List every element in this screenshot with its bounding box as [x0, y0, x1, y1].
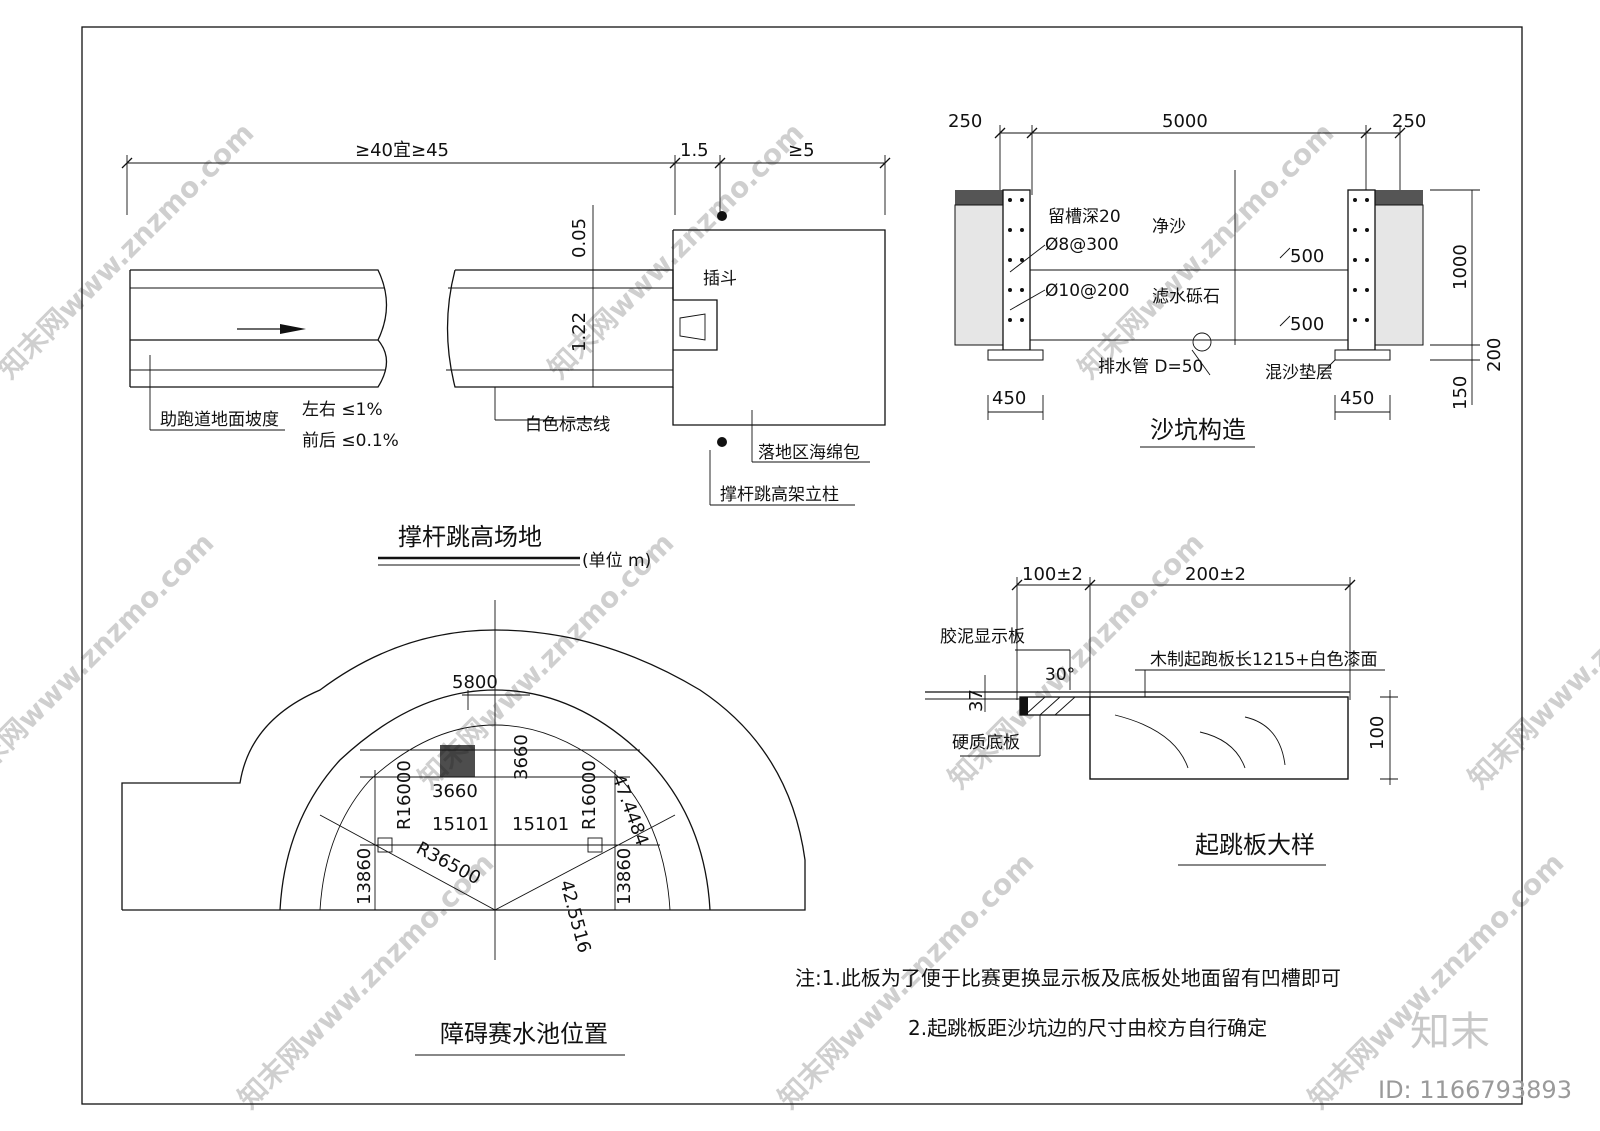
dim-box: 1.5 [680, 140, 709, 161]
dim-mid: 5000 [1162, 111, 1208, 132]
note-line-1: 注:1.此板为了便于比赛更换显示板及底板处地面留有凹槽即可 [795, 966, 1341, 990]
watermark-10: 知末网www.znzmo.com [1302, 846, 1571, 1115]
dim-runway: ≥40宜≥45 [355, 140, 449, 161]
slope-lr: 左右 ≤1% [302, 400, 383, 420]
left-wall [1002, 189, 1031, 351]
label-board: 木制起跑板长1215+白色漆面 [1150, 650, 1378, 670]
dim-r16000b: R16000 [579, 760, 600, 830]
dim-3660h: 3660 [432, 781, 478, 802]
rebar-dots [1008, 198, 1369, 322]
label-drain: 排水管 D=50 [1098, 357, 1203, 377]
label-rebar1: Ø8@300 [1045, 235, 1119, 255]
label-rebar2: Ø10@200 [1045, 281, 1129, 301]
note-line-2: 2.起跳板距沙坑边的尺寸由校方自行确定 [908, 1016, 1267, 1040]
label-base: 硬质底板 [952, 733, 1020, 753]
dim-15101a: 15101 [432, 814, 489, 835]
dim-15101b: 15101 [512, 814, 569, 835]
dim-500a: 500 [1290, 246, 1324, 267]
pole-vault-title: 撑杆跳高场地 [398, 523, 542, 551]
dim-landing: ≥5 [788, 140, 815, 161]
notes-section: 注:1.此板为了便于比赛更换显示板及底板处地面留有凹槽即可 2.起跳板距沙坑边的… [795, 966, 1341, 1040]
dim-13860a: 13860 [354, 848, 375, 905]
watermark-7: 知末网www.znzmo.com [1462, 526, 1600, 795]
dim-500b: 500 [1290, 314, 1324, 335]
pool-section: 5800 3660 3660 R16000 R16000 15101 15101… [121, 600, 806, 1056]
dim-h100: 100 [1367, 716, 1388, 750]
post-marker-right [587, 837, 603, 853]
brand-id: ID: 1166793893 [1378, 1076, 1572, 1104]
dim-5800: 5800 [452, 672, 498, 693]
post-dot-bottom [717, 437, 727, 447]
angle-b: 42.5516 [555, 878, 595, 955]
base-plate-edge [1020, 697, 1028, 715]
angle-a: 47.4484 [607, 772, 652, 849]
label-post: 撑杆跳高架立柱 [720, 485, 839, 505]
sheet-border [81, 26, 1523, 1105]
label-sand: 净沙 [1152, 217, 1186, 237]
dim-100: 100±2 [1022, 564, 1083, 585]
label-box: 插斗 [703, 269, 737, 289]
left-cap [955, 190, 1003, 205]
brand-logo: 知末 [1410, 1009, 1490, 1055]
label-slope: 助跑道地面坡度 [160, 410, 279, 430]
sand-pit-section: 250 5000 250 留槽深20 Ø8@ [948, 111, 1505, 448]
right-wall [1347, 189, 1376, 351]
takeoff-section: 100±2 200±2 胶泥显示板 木制起跑板长1215+白色漆面 30° 37… [925, 564, 1398, 866]
dim-450a: 450 [992, 388, 1026, 409]
right-cap [1375, 190, 1423, 205]
dim-150: 150 [1450, 376, 1471, 410]
water-jump [440, 745, 475, 777]
dim-right: 250 [1392, 111, 1426, 132]
brand-section: 知末 ID: 1166793893 [1378, 1009, 1572, 1104]
dim-200: 200 [1484, 338, 1505, 372]
unit-label: (单位 m) [582, 551, 651, 571]
dim-1000: 1000 [1450, 244, 1471, 290]
dim-3660v: 3660 [511, 734, 532, 780]
takeoff-board [1089, 696, 1349, 780]
dim-left: 250 [948, 111, 982, 132]
label-display: 胶泥显示板 [940, 627, 1025, 647]
takeoff-title: 起跳板大样 [1195, 831, 1315, 859]
post-marker-left [377, 837, 393, 853]
label-groove: 留槽深20 [1048, 207, 1121, 227]
dim-r16000a: R16000 [394, 760, 415, 830]
watermark-4: 知末网www.znzmo.com [0, 526, 220, 795]
box-shape [679, 313, 706, 341]
sand-pit-title: 沙坑构造 [1150, 416, 1246, 444]
label-gravel: 滤水砾石 [1152, 287, 1220, 307]
display-board [1019, 696, 1091, 716]
dim-width: 1.22 [569, 312, 590, 352]
pool-title: 障碍赛水池位置 [440, 1020, 608, 1048]
label-pad: 落地区海绵包 [758, 443, 860, 463]
left-soil [954, 204, 1004, 346]
dim-13860b: 13860 [614, 848, 635, 905]
right-soil [1374, 204, 1424, 346]
dim-450b: 450 [1340, 388, 1374, 409]
post-dot-top [717, 211, 727, 221]
dim-200: 200±2 [1185, 564, 1246, 585]
drain-pipe-icon [1192, 332, 1212, 352]
arrow-head-icon [280, 324, 306, 334]
wood-grain-1 [1114, 714, 1189, 769]
left-footing [987, 349, 1044, 361]
angle-30: 30° [1045, 665, 1075, 685]
dim-37: 37 [966, 689, 987, 712]
label-cushion: 混沙垫层 [1265, 363, 1333, 383]
label-line: 白色标志线 [525, 415, 610, 435]
pole-vault-section: ≥40宜≥45 1.5 ≥5 插斗 0.05 1.22 [121, 140, 891, 571]
dim-top: 0.05 [569, 218, 590, 258]
slope-fb: 前后 ≤0.1% [302, 431, 399, 451]
right-footing [1334, 349, 1391, 361]
